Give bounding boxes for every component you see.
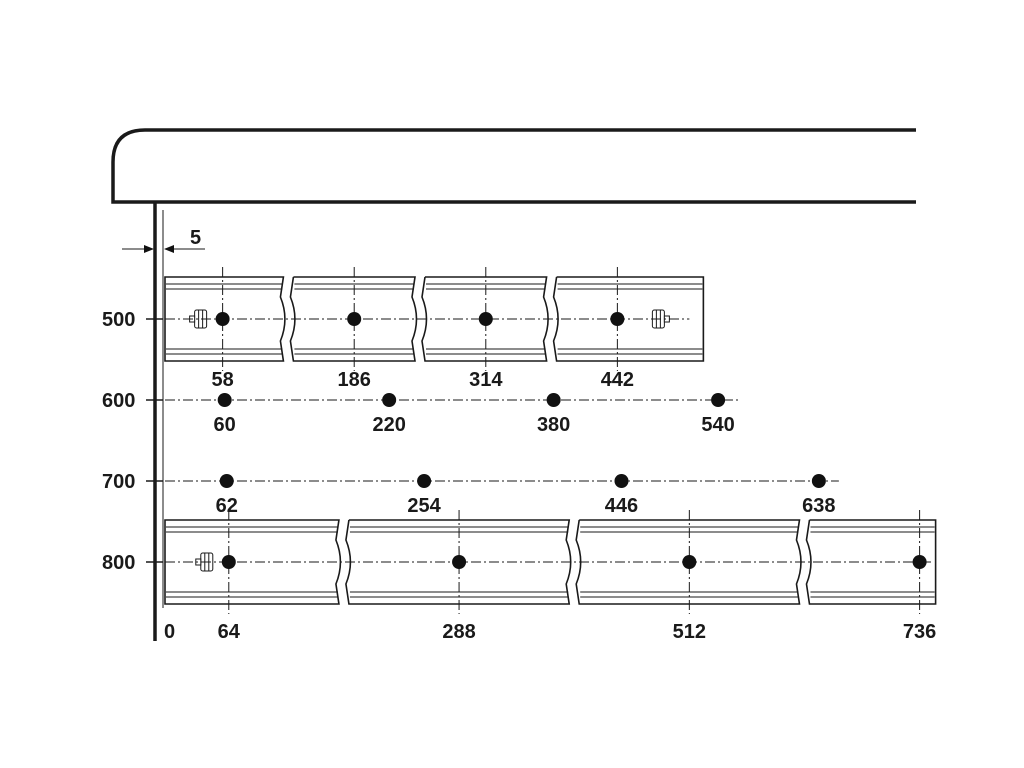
mounting-hole-dot [219,474,234,488]
position-label: 442 [601,369,634,391]
position-label: 186 [338,369,371,391]
position-label: 540 [701,414,734,436]
position-label: 220 [372,414,405,436]
position-label: 288 [442,621,475,643]
mounting-hole-dot [912,555,927,569]
row-600: 600 60 220 380 540 [102,390,739,436]
position-label: 638 [802,495,835,517]
height-label: 700 [102,471,135,493]
position-label: 446 [605,495,638,517]
position-label: 64 [218,621,241,643]
row-700: 700 62 254 446 638 [102,471,839,517]
offset-dimension-label: 5 [190,227,201,249]
position-label: 58 [211,369,233,391]
offset-dimension: 5 [122,227,205,253]
origin-label: 0 [164,621,175,643]
position-label: 736 [903,621,936,643]
position-label: 380 [537,414,570,436]
position-label: 254 [407,495,441,517]
height-label: 600 [102,390,135,412]
position-label: 314 [469,369,503,391]
row-800: 800 64 288 512 736 [102,510,937,643]
mounting-hole-dot [811,474,826,488]
position-label: 62 [216,495,238,517]
row-500: 500 58 186 314 442 [102,267,705,391]
mounting-hole-dot [417,474,432,488]
mounting-hole-dot [221,555,236,569]
mounting-hole-dot [382,393,397,407]
height-label: 800 [102,552,135,574]
rail-segment [164,519,342,605]
rows-group: 500 58 186 314 442 600 60 220 380 540 700 62 254 446 6… [102,267,937,643]
mounting-hole-dot [478,312,493,326]
mounting-hole-dot [610,312,625,326]
mounting-hole-dot [546,393,561,407]
position-label: 512 [673,621,706,643]
height-label: 500 [102,309,135,331]
mounting-hole-dot [217,393,232,407]
mounting-hole-dot [452,555,467,569]
position-label: 60 [214,414,236,436]
worktop-outline [111,128,916,204]
mounting-hole-dot [215,312,230,326]
mounting-hole-dot [711,393,726,407]
mounting-hole-dot [682,555,697,569]
mounting-hole-dot [347,312,362,326]
mounting-hole-dot [614,474,629,488]
